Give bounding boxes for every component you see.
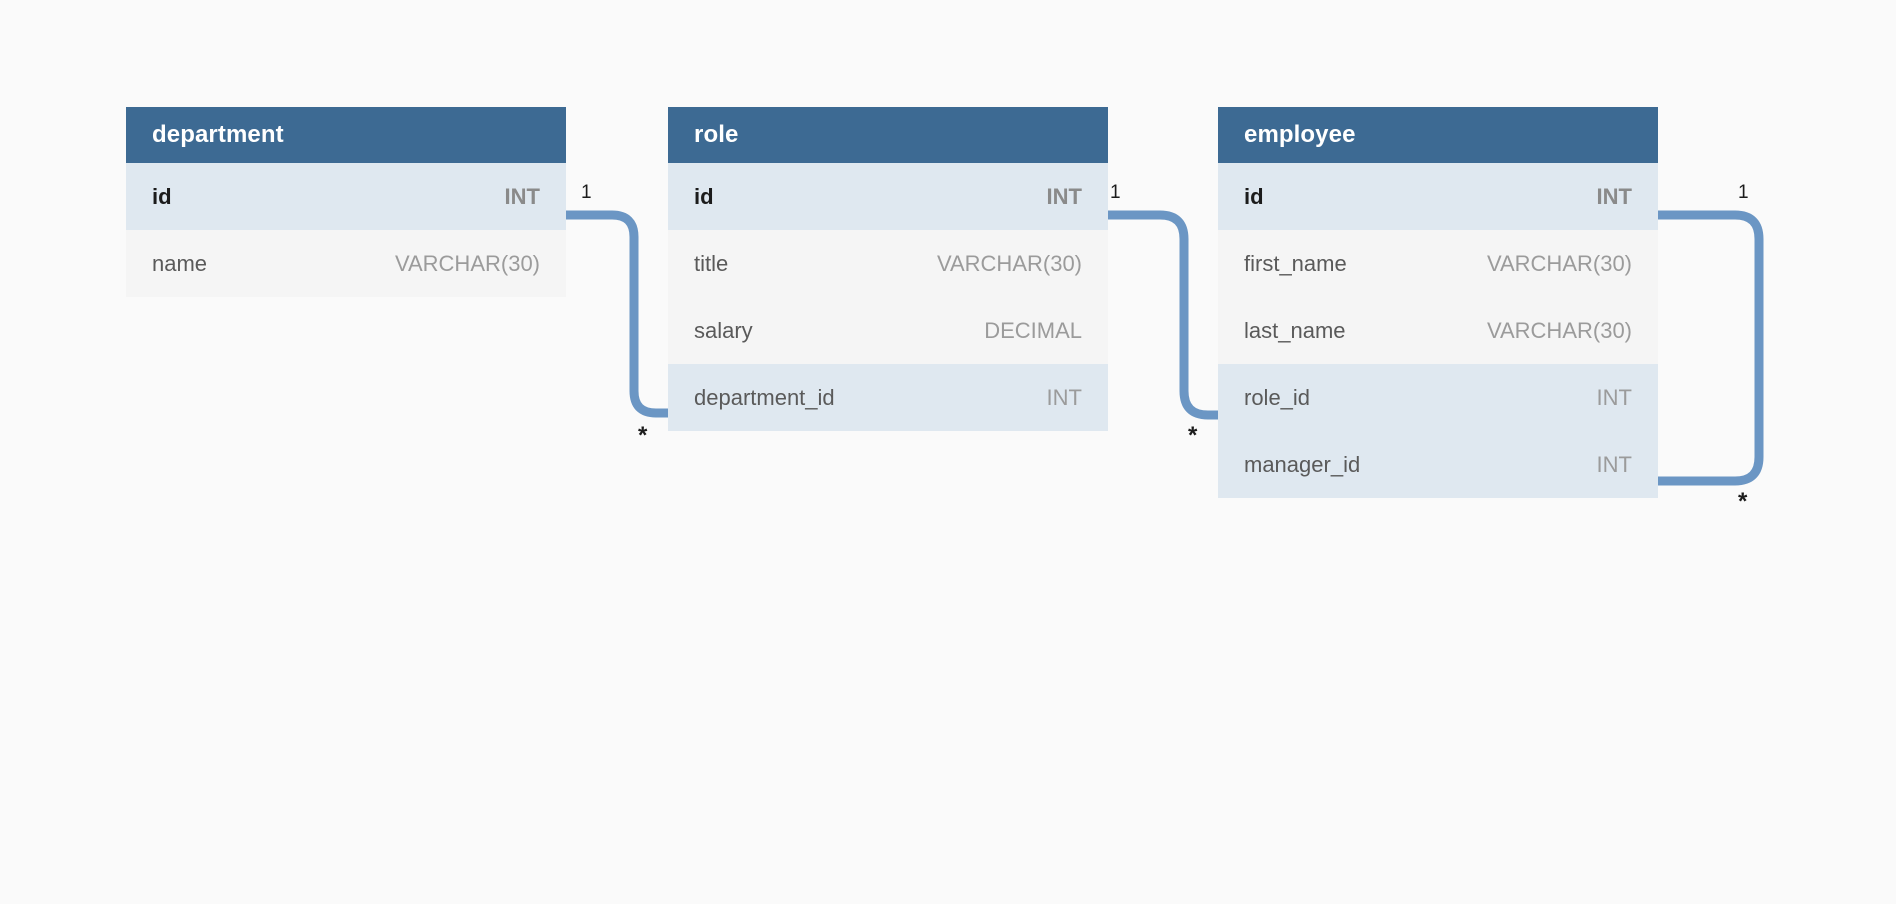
entity-title-employee: employee [1218, 107, 1658, 163]
field-row-department-id[interactable]: id INT [126, 163, 566, 230]
field-name: last_name [1244, 317, 1346, 343]
field-type: INT [1596, 183, 1632, 209]
field-type: DECIMAL [984, 317, 1082, 343]
field-row-role-department-id[interactable]: department_id INT [668, 364, 1108, 431]
field-type: VARCHAR(30) [1486, 250, 1632, 276]
connector-department-to-role [561, 210, 673, 418]
field-name: manager_id [1244, 451, 1361, 477]
cardinality-label-employee-employee-many: * [1738, 488, 1748, 515]
cardinality-label-role-employee-many: * [1188, 422, 1198, 449]
field-row-role-title[interactable]: title VARCHAR(30) [668, 230, 1108, 297]
field-row-role-id[interactable]: id INT [668, 163, 1108, 230]
cardinality-label-department-role-one: 1 [581, 182, 592, 203]
field-name: id [1244, 183, 1264, 209]
cardinality-label-role-employee-one: 1 [1110, 182, 1121, 203]
field-name: id [694, 183, 714, 209]
field-row-employee-last-name[interactable]: last_name VARCHAR(30) [1218, 297, 1658, 364]
entity-title-department: department [126, 107, 566, 163]
field-name: id [152, 183, 172, 209]
field-type: INT [1596, 451, 1632, 477]
field-row-employee-manager-id[interactable]: manager_id INT [1218, 431, 1658, 498]
field-type: VARCHAR(30) [936, 250, 1082, 276]
field-row-role-salary[interactable]: salary DECIMAL [668, 297, 1108, 364]
field-name: role_id [1244, 384, 1311, 410]
cardinality-label-employee-employee-one: 1 [1738, 182, 1749, 203]
field-type: INT [504, 183, 540, 209]
entity-employee[interactable]: employee id INT first_name VARCHAR(30) l… [1218, 107, 1658, 498]
field-name: name [152, 250, 208, 276]
connector-role-to-employee [1103, 210, 1223, 420]
field-type: INT [1596, 384, 1632, 410]
field-type: INT [1046, 384, 1082, 410]
field-row-employee-first-name[interactable]: first_name VARCHAR(30) [1218, 230, 1658, 297]
field-type: INT [1046, 183, 1082, 209]
field-name: salary [694, 317, 753, 343]
field-name: department_id [694, 384, 835, 410]
field-name: title [694, 250, 729, 276]
connector-employee-to-employee [1653, 210, 1764, 486]
field-type: VARCHAR(30) [394, 250, 540, 276]
cardinality-label-department-role-many: * [638, 422, 648, 449]
entity-role[interactable]: role id INT title VARCHAR(30) salary DEC… [668, 107, 1108, 431]
field-type: VARCHAR(30) [1486, 317, 1632, 343]
field-row-department-name[interactable]: name VARCHAR(30) [126, 230, 566, 297]
field-row-employee-id[interactable]: id INT [1218, 163, 1658, 230]
entity-department[interactable]: department id INT name VARCHAR(30) [126, 107, 566, 297]
field-row-employee-role-id[interactable]: role_id INT [1218, 364, 1658, 431]
entity-title-role: role [668, 107, 1108, 163]
field-name: first_name [1244, 250, 1347, 276]
